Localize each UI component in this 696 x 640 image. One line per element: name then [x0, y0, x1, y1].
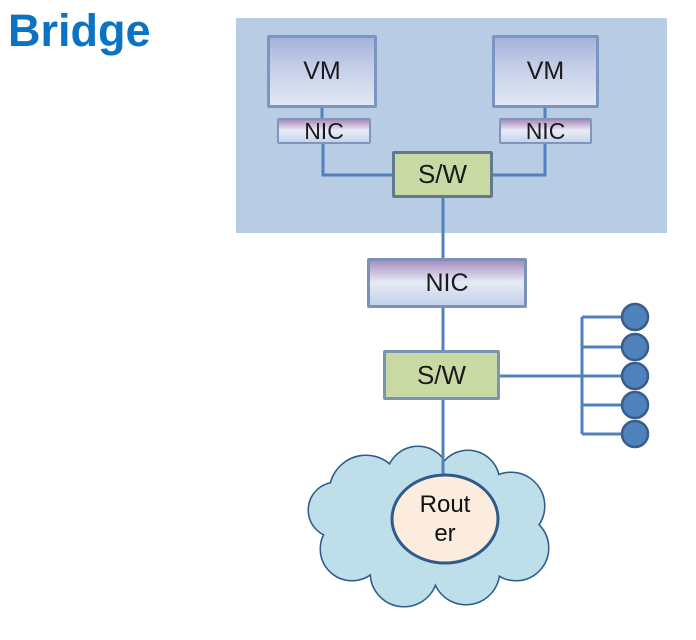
- vm-nic-node-1: NIC: [277, 118, 371, 144]
- router-label: Rout er: [393, 490, 497, 548]
- endpoint-node: [620, 390, 650, 420]
- switch-label: S/W: [416, 359, 467, 390]
- nic2-sw-link: [493, 142, 547, 177]
- endpoint-node: [620, 361, 650, 391]
- physical-switch-node: S/W: [383, 350, 500, 400]
- vm-node-2: VM: [492, 35, 599, 108]
- vm-nic-node-2: NIC: [499, 118, 592, 144]
- endpoint-node: [620, 302, 650, 332]
- physical-nic-node: NIC: [367, 258, 527, 308]
- vm-label: VM: [303, 57, 341, 85]
- router-node: [390, 473, 500, 565]
- connector-lines: [320, 108, 621, 436]
- router-label-line2: er: [434, 520, 456, 547]
- nic-label: NIC: [525, 117, 566, 144]
- router-label-line1: Rout: [419, 491, 471, 518]
- nic-label: NIC: [304, 117, 344, 144]
- endpoint-node: [620, 419, 650, 449]
- vm-node-1: VM: [267, 35, 377, 108]
- nic-label: NIC: [425, 268, 469, 297]
- endpoint-nodes: [620, 302, 650, 449]
- nic1-sw-link: [321, 142, 392, 177]
- endpoint-node: [620, 332, 650, 362]
- switch-label: S/W: [417, 159, 468, 189]
- vm-label: VM: [526, 57, 565, 85]
- page-title: Bridge: [8, 5, 151, 56]
- host-switch-node: S/W: [392, 151, 493, 198]
